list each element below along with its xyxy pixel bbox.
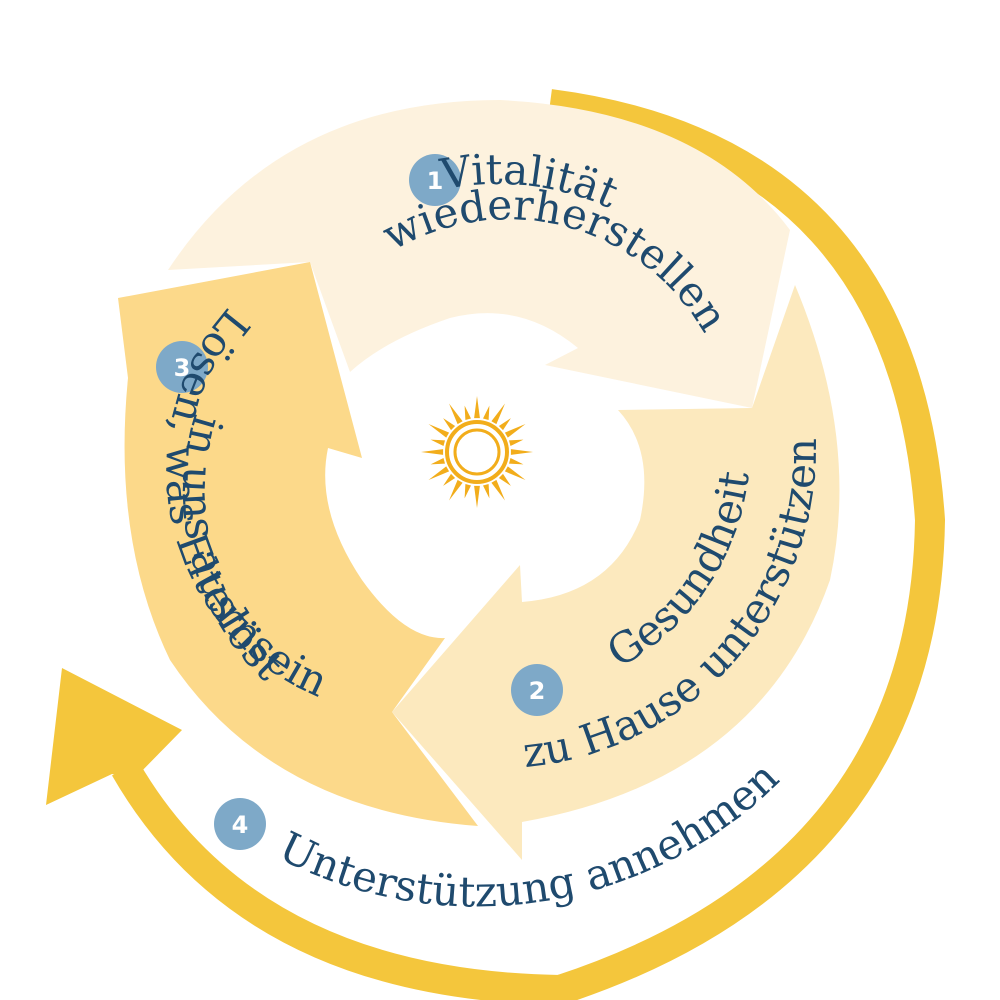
sun-ray [474,396,480,419]
sun-ray [421,449,444,455]
sun-ray [449,479,463,501]
segment-loesen [118,262,478,826]
sun-ray [449,403,463,425]
outer-cycle-arrowhead [46,668,182,805]
sun-ray [428,466,450,480]
step-4-number: 4 [232,811,249,839]
sun-ray [428,424,450,438]
sun-ray [504,424,526,438]
sun-ray [443,418,456,431]
sun-ray [509,458,524,465]
sun-ray [504,466,526,480]
sun-ray [491,479,505,501]
step-4-badge [214,798,266,850]
step-1-number: 1 [427,167,444,195]
sun-ray [430,439,445,446]
sun-ray [498,418,511,431]
sun-ray [464,484,471,499]
sun-ray [509,439,524,446]
segment-gesundheit [392,285,840,860]
sun-ray [491,403,505,425]
step-2-number: 2 [529,677,546,705]
step-2-badge [511,664,563,716]
sun-ray [483,484,490,499]
sun-ray [443,473,456,486]
segment-vitalitaet [168,100,790,408]
step-3-badge [156,341,208,393]
step-3-number: 3 [174,354,191,382]
sun-ray [498,473,511,486]
sun-icon [421,396,533,508]
sun-ray [483,405,490,420]
sun-ray [430,458,445,465]
sun-core [453,428,501,476]
outer-cycle-arrow [112,89,946,1000]
step-1-badge [409,154,461,206]
sun-ray [464,405,471,420]
sun-ray [474,485,480,508]
sun-ray [510,449,533,455]
